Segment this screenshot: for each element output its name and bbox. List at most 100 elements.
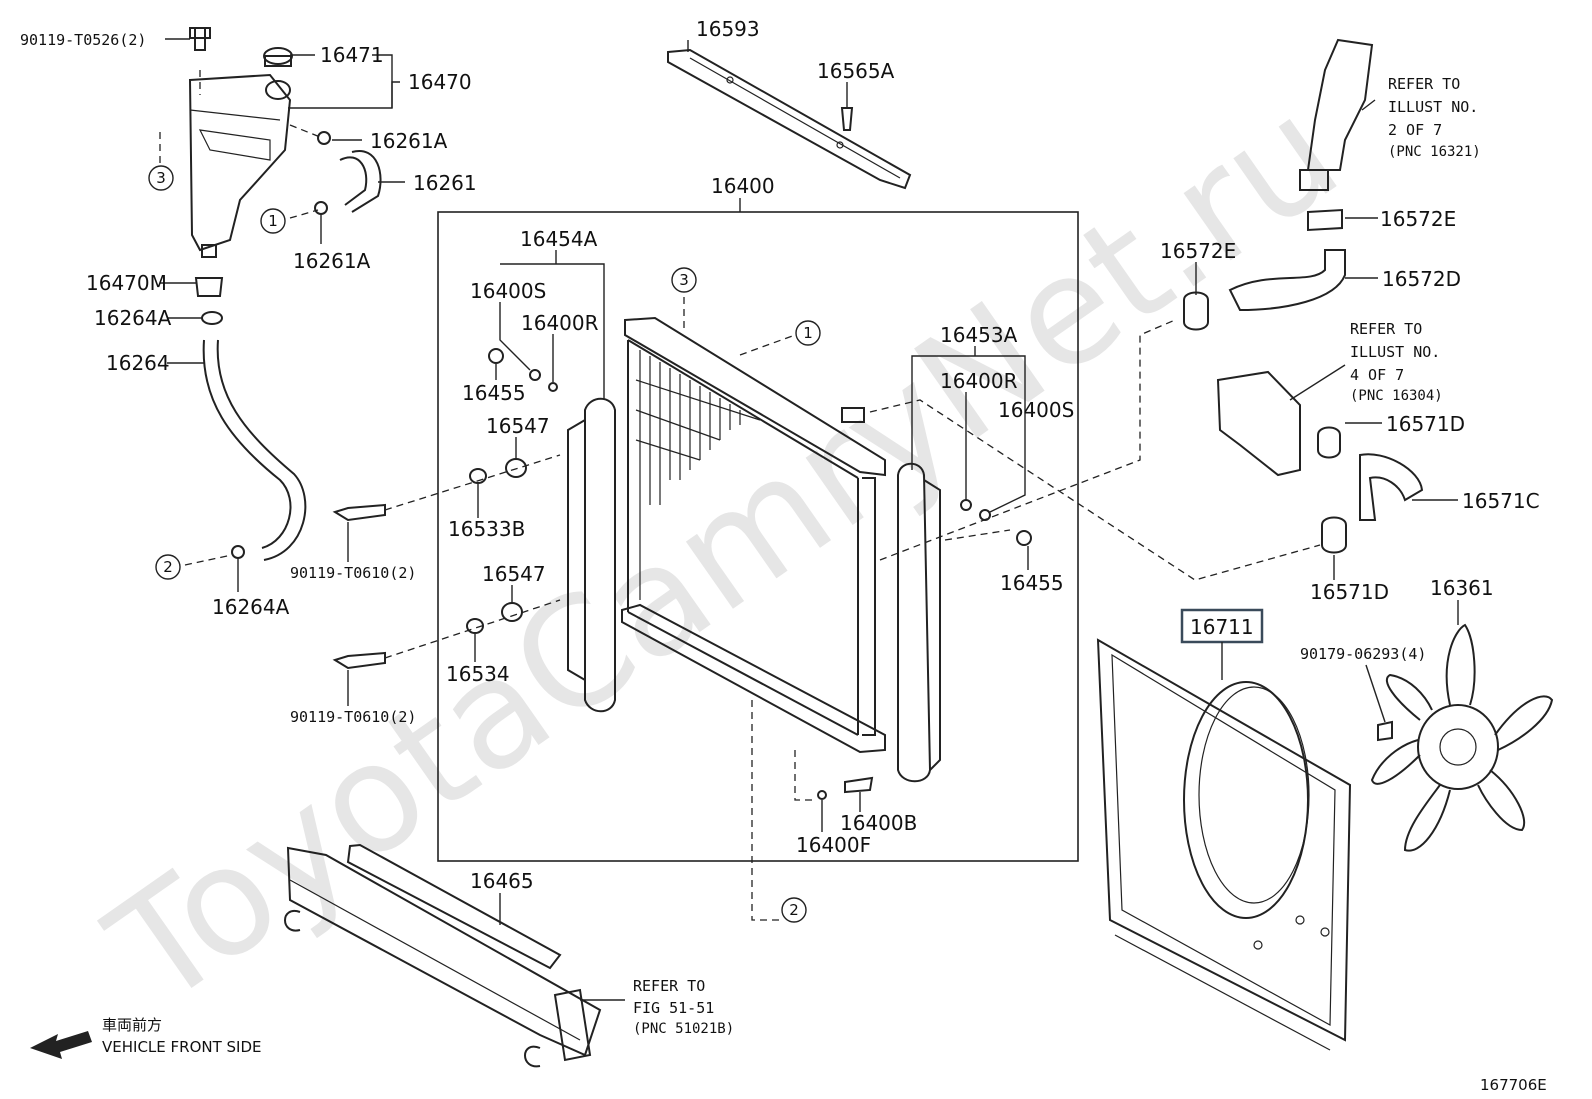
lower-support-drawing — [284, 846, 602, 1068]
note-refer-fig-51[interactable]: REFER TO FIG 51-51 (PNC 51021B) — [633, 977, 734, 1037]
clip-16565A-drawing — [840, 107, 854, 131]
label-16261A-top[interactable]: 16261A — [370, 129, 448, 153]
vehicle-front-jp: 車両前方 — [102, 1016, 162, 1034]
label-16470M[interactable]: 16470M — [86, 271, 167, 295]
label-90119-T0610-a[interactable]: 90119-T0610(2) — [290, 564, 416, 582]
grommet-16400S-right-drawing — [979, 509, 991, 521]
svg-text:3: 3 — [679, 271, 689, 289]
bolt-90119-T0610-a-drawing — [332, 503, 386, 522]
label-16593[interactable]: 16593 — [696, 17, 760, 41]
label-16400S-right[interactable]: 16400S — [998, 398, 1074, 422]
upper-hose-dash — [879, 319, 1176, 561]
label-16264A-bottom[interactable]: 16264A — [212, 595, 290, 619]
vehicle-front-en: VEHICLE FRONT SIDE — [102, 1038, 262, 1056]
label-16534[interactable]: 16534 — [446, 662, 510, 686]
bracket-16454A-side — [567, 418, 586, 682]
label-16455-right[interactable]: 16455 — [1000, 571, 1064, 595]
label-16261[interactable]: 16261 — [413, 171, 477, 195]
clamp-16571D-top-drawing — [1317, 426, 1341, 459]
clamp-16261A-top-drawing — [317, 131, 331, 145]
support-16593-drawing — [667, 48, 912, 190]
ref-circle-3-reservoir: 3 — [148, 165, 174, 191]
bushing-16533B-drawing — [469, 468, 487, 484]
ref-circle-2-radiator: 2 — [781, 897, 807, 923]
ref-2-core-dash — [751, 700, 780, 921]
note-refer-illust-4[interactable]: REFER TO ILLUST NO. 4 OF 7 (PNC 16304) — [1350, 320, 1443, 404]
label-16400R-left[interactable]: 16400R — [521, 311, 599, 335]
label-16533B[interactable]: 16533B — [448, 517, 525, 541]
clamp-16572E-left-drawing — [1183, 291, 1209, 331]
drain-cock-16400B-drawing — [844, 776, 874, 794]
vehicle-front-indicator: 車両前方 VEHICLE FRONT SIDE — [30, 1016, 262, 1059]
label-16470[interactable]: 16470 — [408, 70, 472, 94]
label-16453A[interactable]: 16453A — [940, 323, 1018, 347]
fan-16361-drawing — [1370, 623, 1554, 852]
label-16400B[interactable]: 16400B — [840, 811, 917, 835]
hose-16572D-drawing — [1228, 249, 1346, 312]
label-16361[interactable]: 16361 — [1430, 576, 1494, 600]
label-90119-T0610-b[interactable]: 90119-T0610(2) — [290, 708, 416, 726]
label-16547-a[interactable]: 16547 — [486, 414, 550, 438]
label-16264A-top[interactable]: 16264A — [94, 306, 172, 330]
bolt-16455-left-drawing — [488, 348, 504, 364]
clamp-16571D-bottom-drawing — [1321, 516, 1347, 554]
label-16465[interactable]: 16465 — [470, 869, 534, 893]
water-outlet-drawing — [1306, 38, 1374, 171]
radiator-assembly-box — [437, 211, 1079, 862]
label-16400F[interactable]: 16400F — [796, 833, 871, 857]
cushion-16547-a-drawing — [505, 458, 527, 478]
label-16471[interactable]: 16471 — [320, 43, 384, 67]
label-16572E-left[interactable]: 16572E — [1160, 239, 1236, 263]
front-arrow-icon — [30, 1031, 92, 1059]
label-16400R-right[interactable]: 16400R — [940, 369, 1018, 393]
seal-16465-drawing — [346, 843, 562, 970]
label-16711[interactable]: 16711 — [1190, 615, 1254, 639]
leader-lines — [160, 38, 1459, 1001]
label-16454A[interactable]: 16454A — [520, 227, 598, 251]
bolt-16455-right-drawing — [1016, 530, 1032, 546]
label-16400S-left[interactable]: 16400S — [470, 279, 546, 303]
ref-1-core-dash — [739, 334, 796, 356]
clamp-dash — [289, 124, 321, 138]
oring-16400F-drawing — [817, 790, 827, 800]
drain-dash — [794, 750, 815, 801]
ref-circle-2-reservoir: 2 — [155, 554, 181, 580]
note-refer-illust-2[interactable]: REFER TO ILLUST NO. 2 OF 7 (PNC 16321) — [1388, 75, 1481, 160]
label-16565A[interactable]: 16565A — [817, 59, 895, 83]
label-16571D-top[interactable]: 16571D — [1386, 412, 1465, 436]
hose-16261-drawing — [339, 156, 368, 206]
label-16455-left[interactable]: 16455 — [462, 381, 526, 405]
radiator-core-drawing — [621, 316, 886, 754]
ref-1-dash — [289, 209, 319, 219]
bushing-16534-drawing — [466, 618, 484, 634]
svg-text:1: 1 — [803, 324, 813, 342]
svg-text:(PNC 51021B): (PNC 51021B) — [633, 1021, 734, 1037]
grommet-16470M-drawing — [194, 277, 224, 297]
svg-text:2: 2 — [163, 558, 173, 576]
label-16261A-bottom[interactable]: 16261A — [293, 249, 371, 273]
nut-90179-06293-drawing — [1377, 720, 1393, 742]
label-90119-T0526[interactable]: 90119-T0526(2) — [20, 31, 146, 49]
label-16572E-top[interactable]: 16572E — [1380, 207, 1456, 231]
bracket-16453A-side — [923, 479, 941, 771]
svg-text:3: 3 — [156, 169, 166, 187]
label-16572D[interactable]: 16572D — [1382, 267, 1461, 291]
label-16571D-bottom[interactable]: 16571D — [1310, 580, 1389, 604]
label-16571C[interactable]: 16571C — [1462, 489, 1540, 513]
hose-16571C-drawing — [1359, 453, 1424, 521]
label-16264[interactable]: 16264 — [106, 351, 170, 375]
clamp-16264A-bottom-drawing — [231, 545, 245, 559]
lower-hose-dash — [869, 399, 1321, 581]
svg-text:(PNC 16304): (PNC 16304) — [1350, 388, 1443, 404]
ref-circle-1-reservoir: 1 — [260, 208, 286, 234]
label-16547-b[interactable]: 16547 — [482, 562, 546, 586]
svg-text:(PNC 16321): (PNC 16321) — [1388, 144, 1481, 160]
label-90179-06293[interactable]: 90179-06293(4) — [1300, 645, 1426, 663]
label-16400[interactable]: 16400 — [711, 174, 775, 198]
reservoir-tank-drawing — [188, 27, 293, 258]
hose-16264-drawing — [202, 339, 292, 549]
bracket-16454A-drawing — [584, 397, 616, 713]
hose-16264-outline — [216, 339, 307, 561]
svg-text:2: 2 — [789, 901, 799, 919]
svg-text:1: 1 — [268, 212, 278, 230]
